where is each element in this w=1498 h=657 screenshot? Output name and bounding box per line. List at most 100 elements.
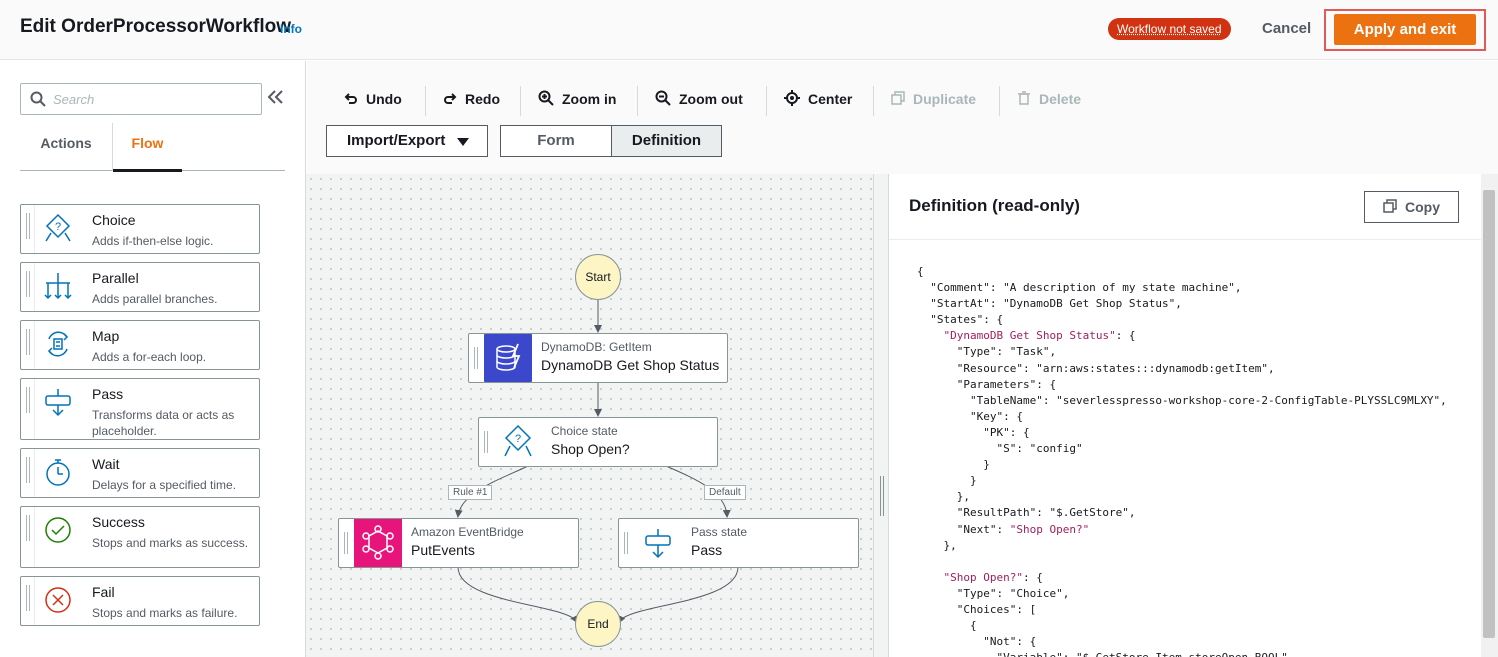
node-name: Pass [691, 542, 723, 558]
dynamodb-icon [484, 334, 532, 382]
state-card-pass[interactable]: Pass Transforms data or acts as placehol… [20, 378, 260, 440]
code-line: "States": { [917, 313, 1004, 327]
node-type: Choice state [551, 424, 618, 438]
info-link[interactable]: Info [280, 22, 302, 36]
tab-flow[interactable]: Flow [112, 123, 182, 172]
code-line: "Resource": "arn:aws:states:::dynamodb:g… [917, 361, 1275, 375]
node-shop-open[interactable]: ? Choice state Shop Open? [478, 417, 718, 467]
pass-icon [43, 387, 73, 417]
workflow-canvas[interactable]: Start DynamoDB: GetItem DynamoDB Get Sho… [306, 174, 873, 657]
definition-code: { "Comment": "A description of my state … [917, 264, 1447, 657]
form-toggle[interactable]: Form [500, 125, 612, 157]
start-node[interactable]: Start [575, 254, 621, 300]
state-card-wait[interactable]: Wait Delays for a specified time. [20, 448, 260, 498]
drag-handle[interactable] [624, 532, 628, 554]
code-line: "Choices": [ [917, 602, 1037, 616]
state-card-parallel[interactable]: Parallel Adds parallel branches. [20, 262, 260, 312]
edge-label-default: Default [704, 485, 746, 500]
copy-button[interactable]: Copy [1364, 191, 1459, 223]
state-description: Transforms data or acts as placeholder. [92, 408, 235, 438]
undo-icon [344, 91, 358, 108]
drag-handle[interactable] [26, 213, 30, 239]
state-description: Stops and marks as success. [92, 536, 249, 550]
import-export-dropdown[interactable]: Import/Export [326, 125, 488, 157]
search-placeholder: Search [53, 92, 95, 107]
code-line: }, [917, 538, 957, 552]
drag-handle[interactable] [484, 431, 488, 453]
definition-header: Definition (read-only) Copy [889, 174, 1482, 240]
state-name: Success [92, 514, 145, 530]
search-input[interactable]: Search [20, 83, 262, 115]
drag-handle[interactable] [26, 585, 30, 611]
node-name: Shop Open? [551, 441, 630, 457]
code-line: "Type": "Task", [917, 345, 1057, 359]
center-icon [784, 89, 800, 109]
wait-icon [43, 457, 73, 487]
zoom-in-button[interactable]: Zoom in [538, 85, 616, 113]
state-description: Adds parallel branches. [92, 292, 218, 306]
code-line: { [917, 265, 924, 278]
zoom-out-button[interactable]: Zoom out [655, 85, 743, 113]
end-node[interactable]: End [575, 601, 621, 647]
code-line: "TableName": "severlesspresso-workshop-c… [917, 393, 1447, 407]
undo-button[interactable]: Undo [344, 85, 402, 113]
state-name: Fail [92, 584, 115, 600]
import-export-label: Import/Export [347, 132, 446, 149]
code-line: "S": "config" [917, 442, 1083, 456]
drag-handle[interactable] [26, 387, 30, 413]
zoom-in-icon [538, 90, 554, 109]
code-line: "StartAt": "DynamoDB Get Shop Status", [917, 297, 1182, 311]
state-description: Delays for a specified time. [92, 478, 237, 492]
code-line: "Not": { [917, 635, 1037, 649]
scrollbar-thumb[interactable] [1483, 190, 1495, 638]
state-card-fail[interactable]: Fail Stops and marks as failure. [20, 576, 260, 626]
drag-handle[interactable] [26, 515, 30, 541]
redo-icon [443, 91, 457, 108]
choice-icon: ? [494, 418, 542, 466]
state-name: Parallel [92, 270, 139, 286]
state-card-success[interactable]: Success Stops and marks as success. [20, 506, 260, 568]
collapse-panel-icon[interactable] [266, 89, 284, 110]
drag-handle[interactable] [26, 457, 30, 483]
code-line: } [917, 474, 977, 488]
code-line: "Comment": "A description of my state ma… [917, 281, 1242, 295]
drag-handle[interactable] [344, 532, 348, 554]
page-header: Edit OrderProcessorWorkflow Info Workflo… [0, 0, 1498, 60]
redo-button[interactable]: Redo [443, 85, 500, 113]
definition-toggle[interactable]: Definition [611, 125, 722, 157]
drag-handle[interactable] [474, 347, 478, 369]
code-line: "DynamoDB Get Shop Status": { [943, 329, 1136, 343]
state-description: Adds if-then-else logic. [92, 234, 214, 248]
eventbridge-icon [354, 519, 402, 567]
center-button[interactable]: Center [784, 85, 852, 113]
code-line: } [917, 458, 990, 472]
code-line: }, [917, 490, 970, 504]
node-putevents[interactable]: Amazon EventBridge PutEvents [338, 518, 579, 568]
tab-actions[interactable]: Actions [40, 135, 92, 151]
code-line: { [917, 619, 977, 633]
status-badge[interactable]: Workflow not saved [1108, 18, 1231, 40]
code-line: "Variable": "$.GetStore.Item.storeOpen.B… [917, 650, 1447, 657]
apply-and-exit-button[interactable]: Apply and exit [1334, 14, 1476, 45]
code-line: "Next": "Shop Open?" [917, 522, 1090, 536]
pass-icon [634, 519, 682, 567]
state-description: Stops and marks as failure. [92, 606, 238, 620]
drag-handle[interactable] [26, 329, 30, 355]
editor-toolbar: Undo Redo Zoom in Zoom out Center Duplic… [307, 61, 1498, 174]
state-card-choice[interactable]: ? Choice Adds if-then-else logic. [20, 204, 260, 254]
caret-down-icon [457, 138, 469, 146]
page-title: Edit OrderProcessorWorkflow [20, 16, 291, 37]
delete-button[interactable]: Delete [1017, 85, 1081, 113]
state-card-map[interactable]: Map Adds a for-each loop. [20, 320, 260, 370]
code-line: "PK": { [917, 425, 1030, 439]
panel-tabs: Actions Flow [20, 123, 285, 172]
node-pass[interactable]: Pass state Pass [618, 518, 859, 568]
svg-text:?: ? [515, 433, 521, 445]
node-dynamodb-get-shop-status[interactable]: DynamoDB: GetItem DynamoDB Get Shop Stat… [468, 333, 728, 383]
center-label: Center [808, 91, 853, 107]
panel-resize-handle[interactable] [873, 174, 888, 657]
cancel-button[interactable]: Cancel [1262, 20, 1312, 37]
code-line: "Key": { [917, 409, 1023, 423]
drag-handle[interactable] [26, 271, 30, 297]
duplicate-button[interactable]: Duplicate [891, 85, 976, 113]
